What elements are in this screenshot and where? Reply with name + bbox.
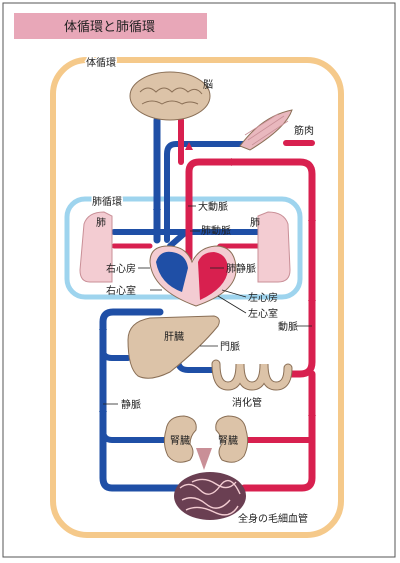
vein-arrow-up: [99, 404, 107, 412]
aorta-arrow-up: [185, 142, 193, 150]
right-kidney-label: 腎臓: [218, 435, 238, 447]
left-kidney-label: 腎臓: [170, 435, 190, 447]
portal-vein-label: 門脈: [220, 340, 240, 353]
artery-label: 動脈: [278, 320, 298, 333]
brain-label: 脳: [203, 79, 213, 91]
digestive-tract-label: 消化管: [232, 396, 262, 409]
artery-arrow-down-3: [308, 415, 316, 423]
right-heart-chambers: [156, 251, 188, 292]
left-atrium-label: 左心房: [248, 291, 278, 304]
muscle-illustration: [239, 109, 293, 151]
liver-label: 肝臓: [164, 331, 184, 343]
left-kidney: 腎臓: [163, 415, 197, 463]
outer-border: [2, 2, 396, 558]
aorta-arrow-right: [224, 158, 232, 166]
right-lung-label: 肺: [250, 217, 260, 229]
title-banner: [14, 13, 207, 39]
left-heart-chambers: [198, 252, 228, 300]
brain-illustration: [129, 71, 211, 121]
pulmonary-artery-label: 肺動脈: [201, 224, 231, 237]
right-atrium-label: 右心房: [106, 262, 136, 275]
hepatic-vein-path: [100, 347, 131, 361]
aorta-path: [185, 158, 316, 378]
right-ventricle-label: 右心室: [106, 284, 136, 297]
capillary-network: [174, 472, 246, 520]
renal-vein-path: [100, 427, 171, 443]
left-lung-label: 肺: [96, 217, 106, 229]
svc-arrow-up: [153, 202, 161, 210]
capillaries-label: 全身の毛細血管: [238, 512, 308, 525]
muscle-vein-path: [164, 141, 253, 243]
artery-arrow-down-2: [308, 300, 316, 308]
aorta-label: 大動脈: [198, 200, 228, 213]
right-lung: 肺: [250, 211, 291, 283]
descending-aorta-path: [240, 370, 316, 492]
pulmonary-vein-label: 肺静脈: [226, 262, 256, 275]
liver-illustration: [127, 315, 220, 379]
digestive-tract-illustration: [211, 359, 293, 391]
vein-arrow-up-2: [99, 322, 107, 330]
vein-label: 静脈: [121, 398, 141, 411]
muscle-label: 筋肉: [294, 124, 314, 137]
systemic-circulation-label: 体循環: [86, 56, 116, 69]
vena-cava-path: [99, 308, 182, 492]
left-lung: 肺: [79, 211, 113, 283]
bladder-illustration: [196, 448, 212, 470]
left-ventricle-label: 左心室: [248, 307, 278, 320]
leader-lines: [103, 205, 312, 405]
artery-arrow-down: [308, 220, 316, 228]
systemic-circulation-frame: [50, 57, 344, 538]
flow-arrows: [99, 142, 316, 423]
pulmonary-circulation-label: 肺循環: [92, 195, 122, 208]
title: 体循環と肺循環: [64, 20, 155, 35]
heart-illustration: [149, 245, 237, 307]
right-kidney: 腎臓: [215, 415, 249, 463]
